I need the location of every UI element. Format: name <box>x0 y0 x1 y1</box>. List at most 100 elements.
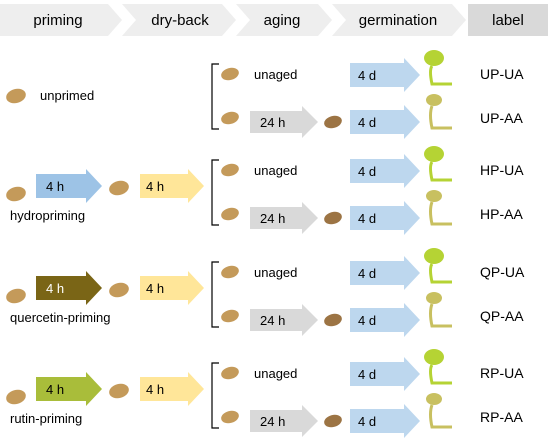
header-label-box <box>468 4 548 36</box>
header-chevron-germination <box>332 4 466 36</box>
treatment-name: quercetin-priming <box>10 310 110 325</box>
sprout-leaf <box>426 94 442 106</box>
seed-icon <box>6 389 26 405</box>
sprout-stem <box>429 105 452 130</box>
aging-condition: unaged <box>254 67 297 82</box>
seed-icon <box>221 163 239 177</box>
seedling-icon <box>424 146 452 182</box>
germination-arrow <box>350 303 420 337</box>
sample-label: UP-UA <box>480 66 524 82</box>
sprout-leaf <box>424 50 444 66</box>
header-chevron-dry-back <box>122 4 236 36</box>
germination-arrow <box>350 154 420 188</box>
seed-icon <box>221 67 239 81</box>
bracket <box>211 159 219 226</box>
aging-condition: unaged <box>254 265 297 280</box>
aging-condition: unaged <box>254 366 297 381</box>
seed-icon <box>6 186 26 202</box>
sprout-stem <box>429 263 452 284</box>
sprout-stem <box>429 303 452 328</box>
sample-label: RP-AA <box>480 409 523 425</box>
condition-row: 24 h 4 d RP-AA <box>221 393 523 438</box>
seedling-icon <box>426 94 452 130</box>
aging-duration: 24 h <box>260 211 285 226</box>
sample-label: QP-AA <box>480 308 524 324</box>
seedling-icon <box>426 393 452 429</box>
aging-arrow <box>250 304 318 336</box>
sprout-stem <box>429 201 452 226</box>
header-row: priming dry-back aging germination label <box>0 4 548 36</box>
sprout-stem <box>429 404 452 429</box>
seed-icon <box>221 309 239 323</box>
germination-duration: 4 d <box>358 313 376 328</box>
seed-icon <box>221 111 239 125</box>
aged-seed-icon <box>324 211 342 225</box>
seed-icon <box>6 88 26 104</box>
dryback-duration: 4 h <box>146 281 164 296</box>
dryback-arrow <box>140 372 204 406</box>
sprout-leaf <box>426 292 442 304</box>
bracket <box>211 261 219 328</box>
priming-duration: 4 h <box>46 382 64 397</box>
sprout-leaf <box>424 146 444 162</box>
header-aging: aging <box>264 12 301 29</box>
seedling-icon <box>426 190 452 226</box>
seed-icon <box>221 207 239 221</box>
aging-condition: unaged <box>254 163 297 178</box>
seed-icon <box>109 282 129 298</box>
priming-duration: 4 h <box>46 179 64 194</box>
germination-duration: 4 d <box>358 414 376 429</box>
sprout-stem <box>429 161 452 182</box>
aging-duration: 24 h <box>260 414 285 429</box>
condition-row: 24 h 4 d HP-AA <box>221 190 523 235</box>
germination-arrow <box>350 201 420 235</box>
sample-label: HP-AA <box>480 206 523 222</box>
aged-seed-icon <box>324 414 342 428</box>
germination-duration: 4 d <box>358 164 376 179</box>
germination-arrow <box>350 256 420 290</box>
header-chevron-aging <box>236 4 332 36</box>
header-chevron-priming <box>0 4 122 36</box>
sprout-leaf <box>426 190 442 202</box>
treatment-name: hydropriming <box>10 208 85 223</box>
aging-duration: 24 h <box>260 313 285 328</box>
priming-arrow <box>36 372 102 406</box>
condition-row: unaged 4 d RP-UA <box>221 349 524 391</box>
aging-duration: 24 h <box>260 115 285 130</box>
header-priming: priming <box>33 12 82 29</box>
seed-icon <box>109 383 129 399</box>
germination-arrow <box>350 105 420 139</box>
dryback-duration: 4 h <box>146 179 164 194</box>
sample-label: RP-UA <box>480 365 524 381</box>
germination-duration: 4 d <box>358 115 376 130</box>
priming-arrow <box>36 169 102 203</box>
germination-arrow <box>350 58 420 92</box>
aging-arrow <box>250 405 318 437</box>
header-germination: germination <box>359 12 437 29</box>
seed-icon <box>109 180 129 196</box>
dryback-arrow <box>140 271 204 305</box>
sample-label: HP-UA <box>480 162 524 178</box>
aging-arrow <box>250 106 318 138</box>
germination-duration: 4 d <box>358 266 376 281</box>
condition-row: unaged 4 d UP-UA <box>221 50 524 92</box>
aged-seed-icon <box>324 313 342 327</box>
germination-duration: 4 d <box>358 68 376 83</box>
priming-arrow <box>36 271 102 305</box>
bracket <box>211 63 219 130</box>
treatment-name: unprimed <box>40 88 94 103</box>
sprout-stem <box>429 364 452 385</box>
seedling-icon <box>424 248 452 284</box>
dryback-arrow <box>140 169 204 203</box>
germination-duration: 4 d <box>358 211 376 226</box>
sprout-leaf <box>426 393 442 405</box>
condition-row: 24 h 4 d QP-AA <box>221 292 524 337</box>
germination-duration: 4 d <box>358 367 376 382</box>
seedling-icon <box>424 349 452 385</box>
seedling-icon <box>424 50 452 86</box>
